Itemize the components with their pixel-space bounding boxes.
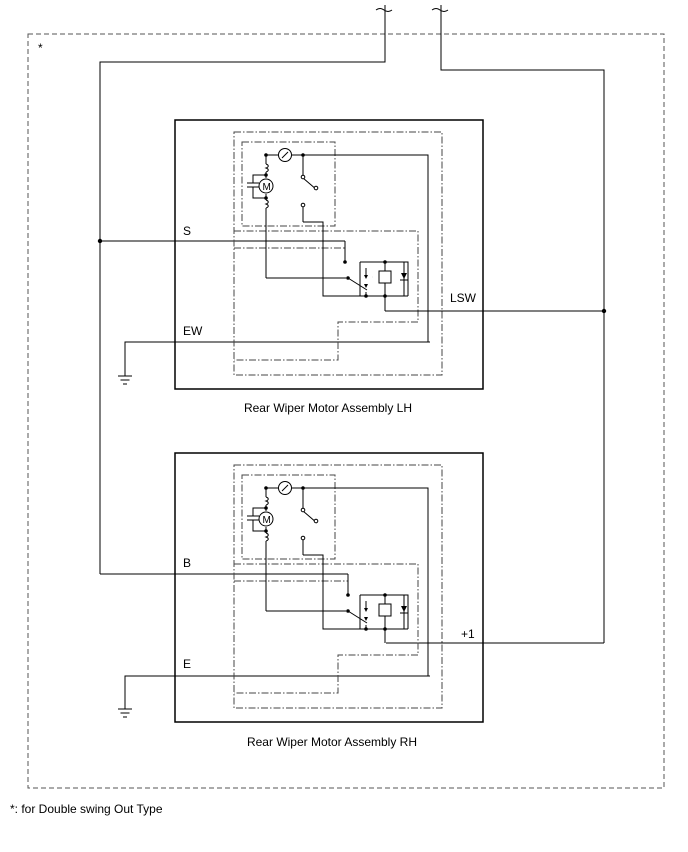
motor-label: M: [263, 182, 271, 193]
wire-break-mark-right: [431, 8, 449, 12]
assembly-box: [174, 452, 484, 723]
terminal-label-plus1: +1: [461, 627, 475, 641]
terminal-label-e: E: [183, 657, 191, 671]
terminal-label-b: B: [183, 556, 191, 570]
cam-switch-icon: [278, 481, 292, 495]
inner-module-frame: [233, 464, 443, 709]
footnote: *: for Double swing Out Type: [10, 802, 163, 816]
motor-module-frame: [241, 474, 336, 560]
motor-module-frame: [241, 141, 336, 227]
terminal-label-ew: EW: [183, 324, 203, 338]
caption-rh: Rear Wiper Motor Assembly RH: [247, 735, 417, 749]
rear-wiper-motor-assembly-rh: M B E +1: [174, 452, 484, 723]
external-wiring: [99, 5, 605, 709]
inner-module-frame: [233, 131, 443, 376]
cam-switch-icon: [278, 148, 292, 162]
relay-coil-icon: [378, 270, 392, 284]
terminal-label-s: S: [183, 224, 191, 238]
junction-dot: [97, 238, 103, 244]
wire-break-mark-left: [375, 8, 393, 12]
relay-coil-icon: [378, 603, 392, 617]
optional-equipment-frame: [27, 33, 665, 789]
junction-dot: [601, 308, 607, 314]
frame-asterisk: *: [38, 41, 43, 55]
motor-icon: [258, 178, 274, 194]
relay-module-frame: [234, 230, 419, 361]
rear-wiper-motor-assembly-lh: M S EW LSW: [174, 119, 484, 390]
ground-icon: [118, 375, 132, 385]
terminal-label-lsw: LSW: [450, 291, 477, 305]
assembly-box: [174, 119, 484, 390]
ground-icon: [118, 708, 132, 718]
motor-label: M: [263, 515, 271, 526]
motor-icon: [258, 511, 274, 527]
caption-lh: Rear Wiper Motor Assembly LH: [244, 401, 412, 415]
relay-module-frame: [234, 563, 419, 694]
